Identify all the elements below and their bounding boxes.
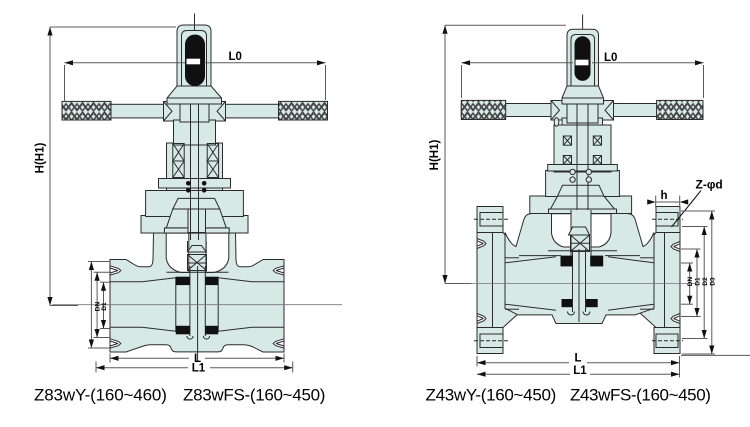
svg-text:D2: D2	[702, 277, 709, 286]
svg-text:h: h	[660, 190, 667, 202]
svg-text:Z43wY-(160~450): Z43wY-(160~450)	[426, 386, 557, 405]
svg-text:H(H1): H(H1)	[429, 140, 441, 171]
svg-text:Z83wFS-(160~450): Z83wFS-(160~450)	[183, 386, 325, 405]
svg-text:Z43wFS-(160~450): Z43wFS-(160~450)	[570, 386, 711, 405]
svg-text:D3: D3	[709, 277, 716, 286]
svg-text:D1: D1	[695, 277, 702, 286]
svg-text:H(H1): H(H1)	[35, 143, 47, 174]
svg-text:Z83wY-(160~460): Z83wY-(160~460)	[34, 386, 167, 405]
svg-text:L: L	[194, 353, 201, 365]
svg-text:L: L	[574, 353, 581, 365]
svg-text:L1: L1	[573, 365, 587, 377]
svg-text:L0: L0	[604, 52, 617, 64]
svg-text:DN: DN	[95, 302, 102, 312]
svg-text:L1: L1	[192, 363, 206, 375]
svg-text:DN: DN	[687, 277, 694, 287]
svg-text:L0: L0	[229, 51, 242, 63]
svg-text:Z-φd: Z-φd	[696, 177, 723, 191]
svg-text:D1: D1	[101, 302, 108, 311]
